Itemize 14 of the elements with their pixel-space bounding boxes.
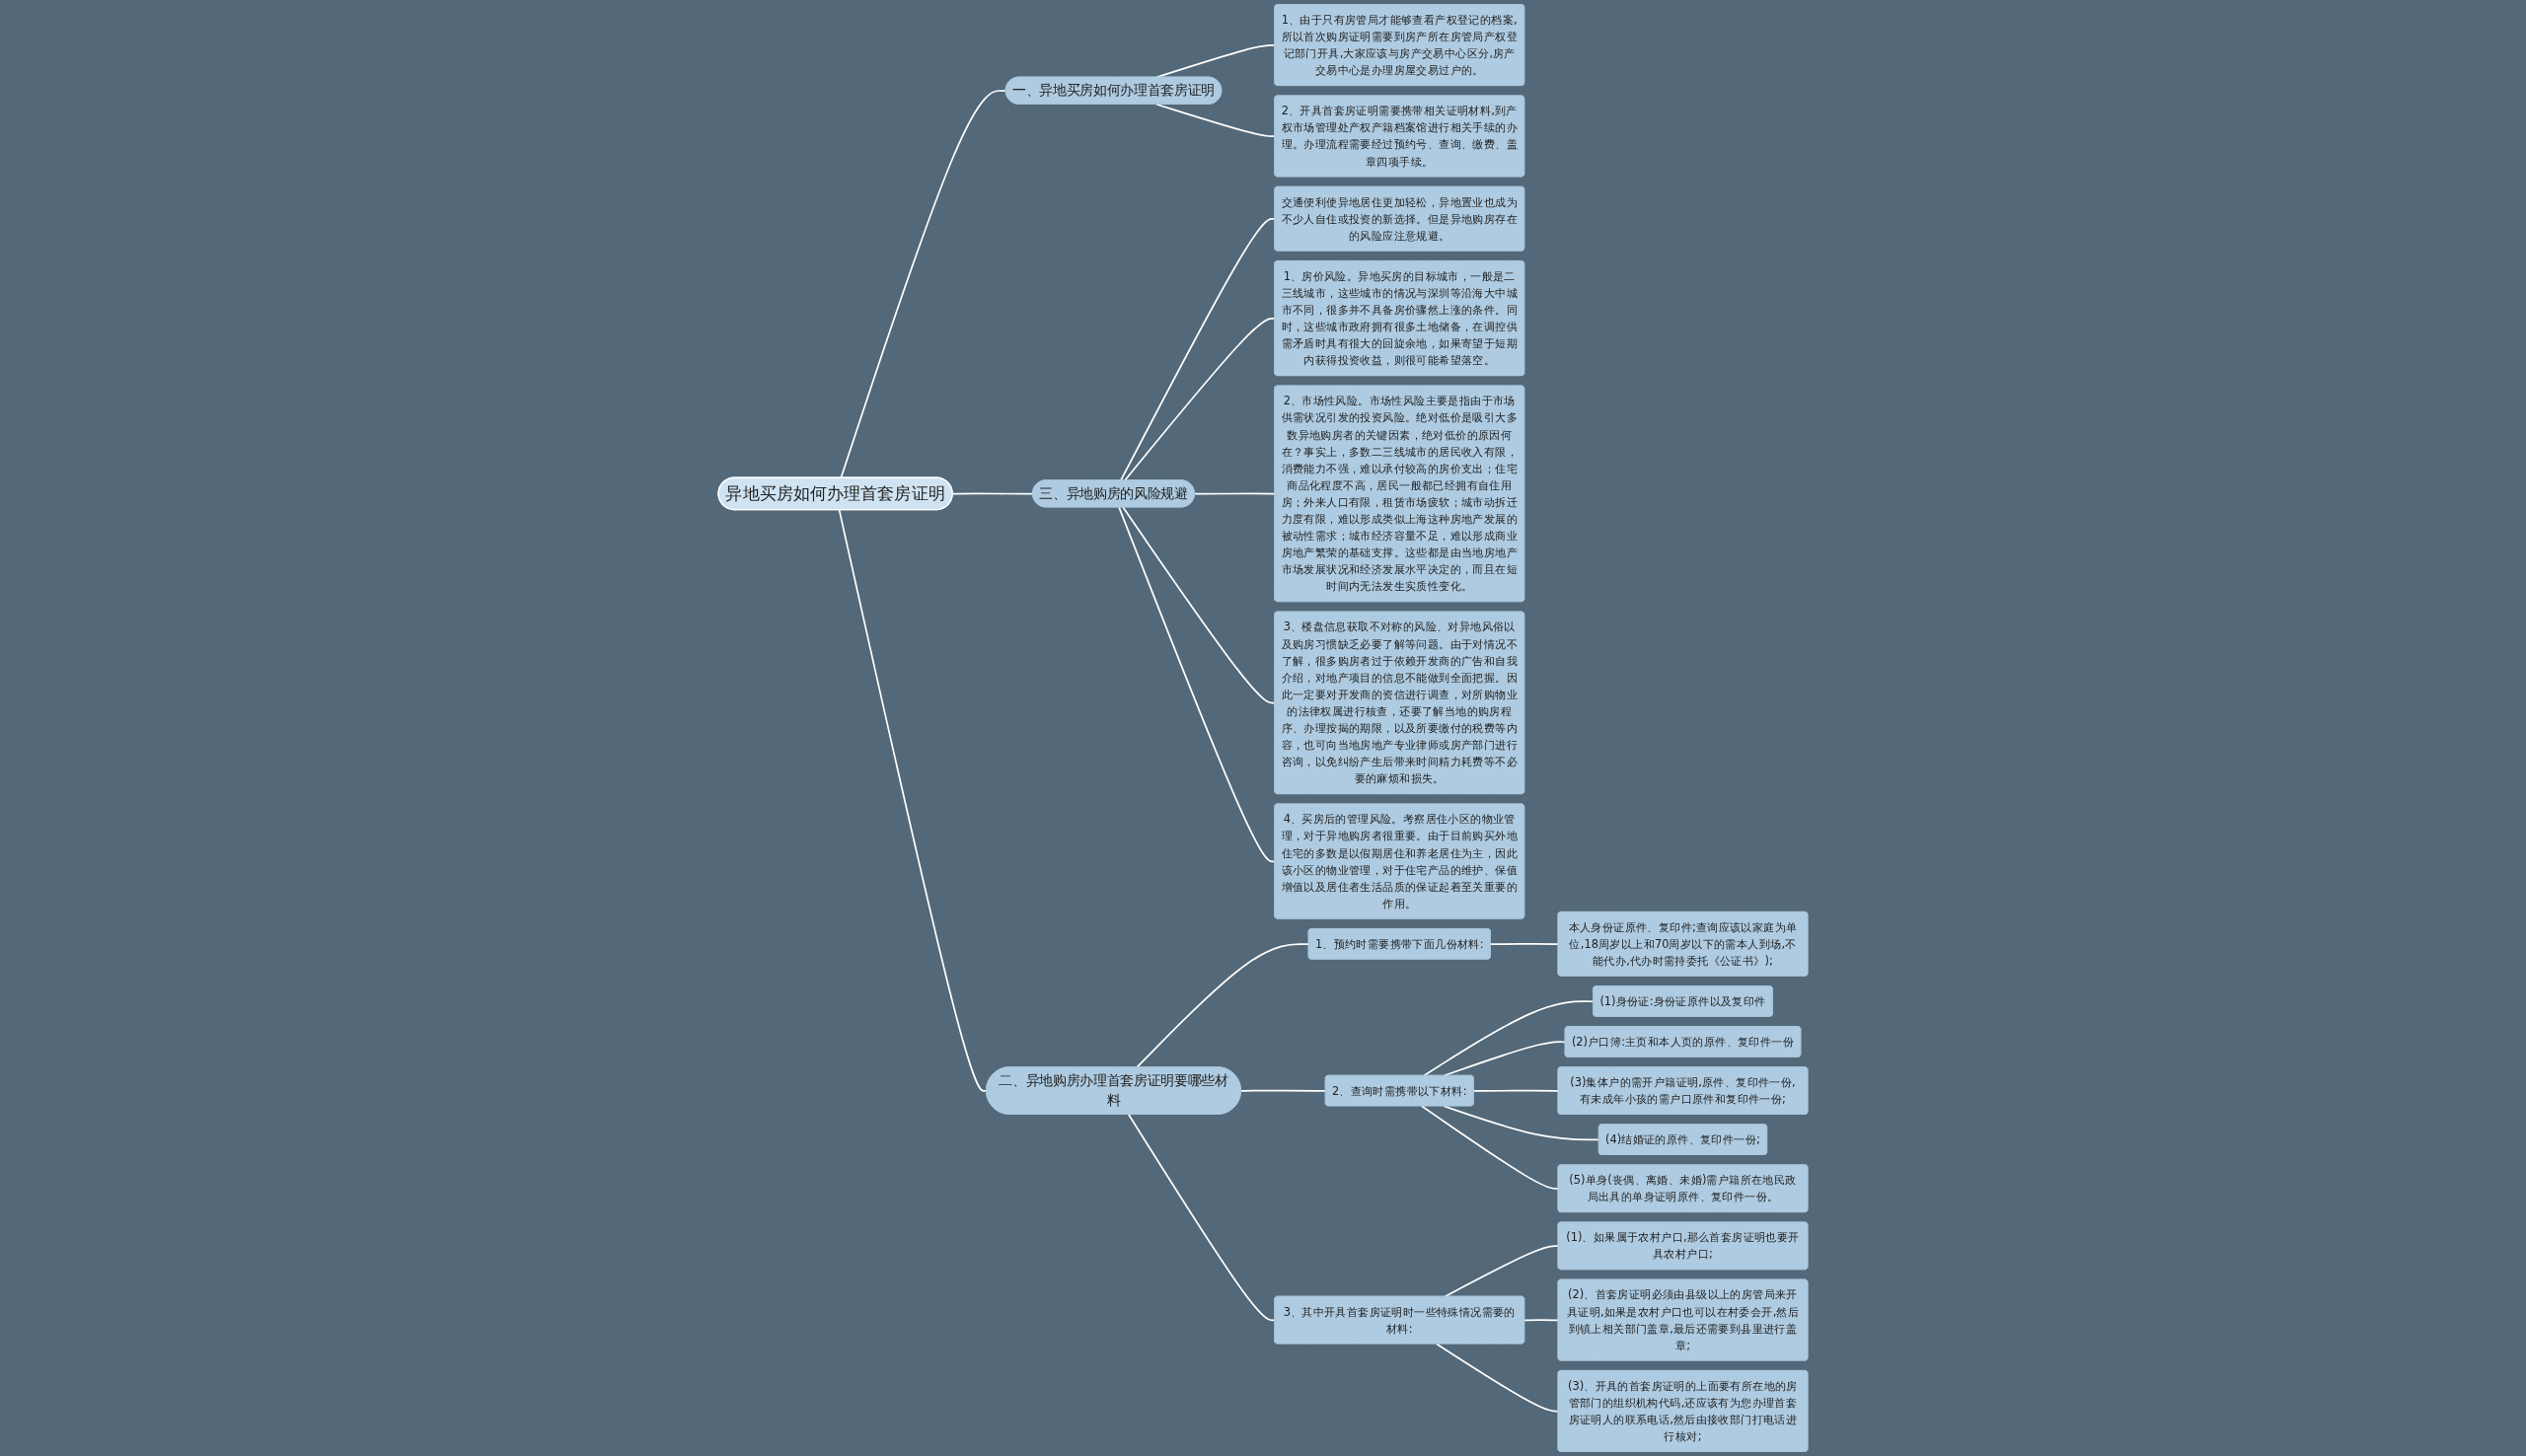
connector [1443, 1105, 1600, 1141]
connector [838, 509, 988, 1092]
connector [1423, 1000, 1595, 1077]
connector [1155, 103, 1276, 138]
connector [1443, 1041, 1567, 1077]
connector [1118, 506, 1276, 863]
connector [840, 90, 1007, 479]
connector [1127, 1113, 1276, 1322]
connector [1193, 492, 1276, 495]
connector [1122, 506, 1276, 704]
connector [1239, 1089, 1327, 1092]
connector [1136, 943, 1310, 1068]
connector [1124, 317, 1276, 481]
connector [1120, 218, 1276, 481]
